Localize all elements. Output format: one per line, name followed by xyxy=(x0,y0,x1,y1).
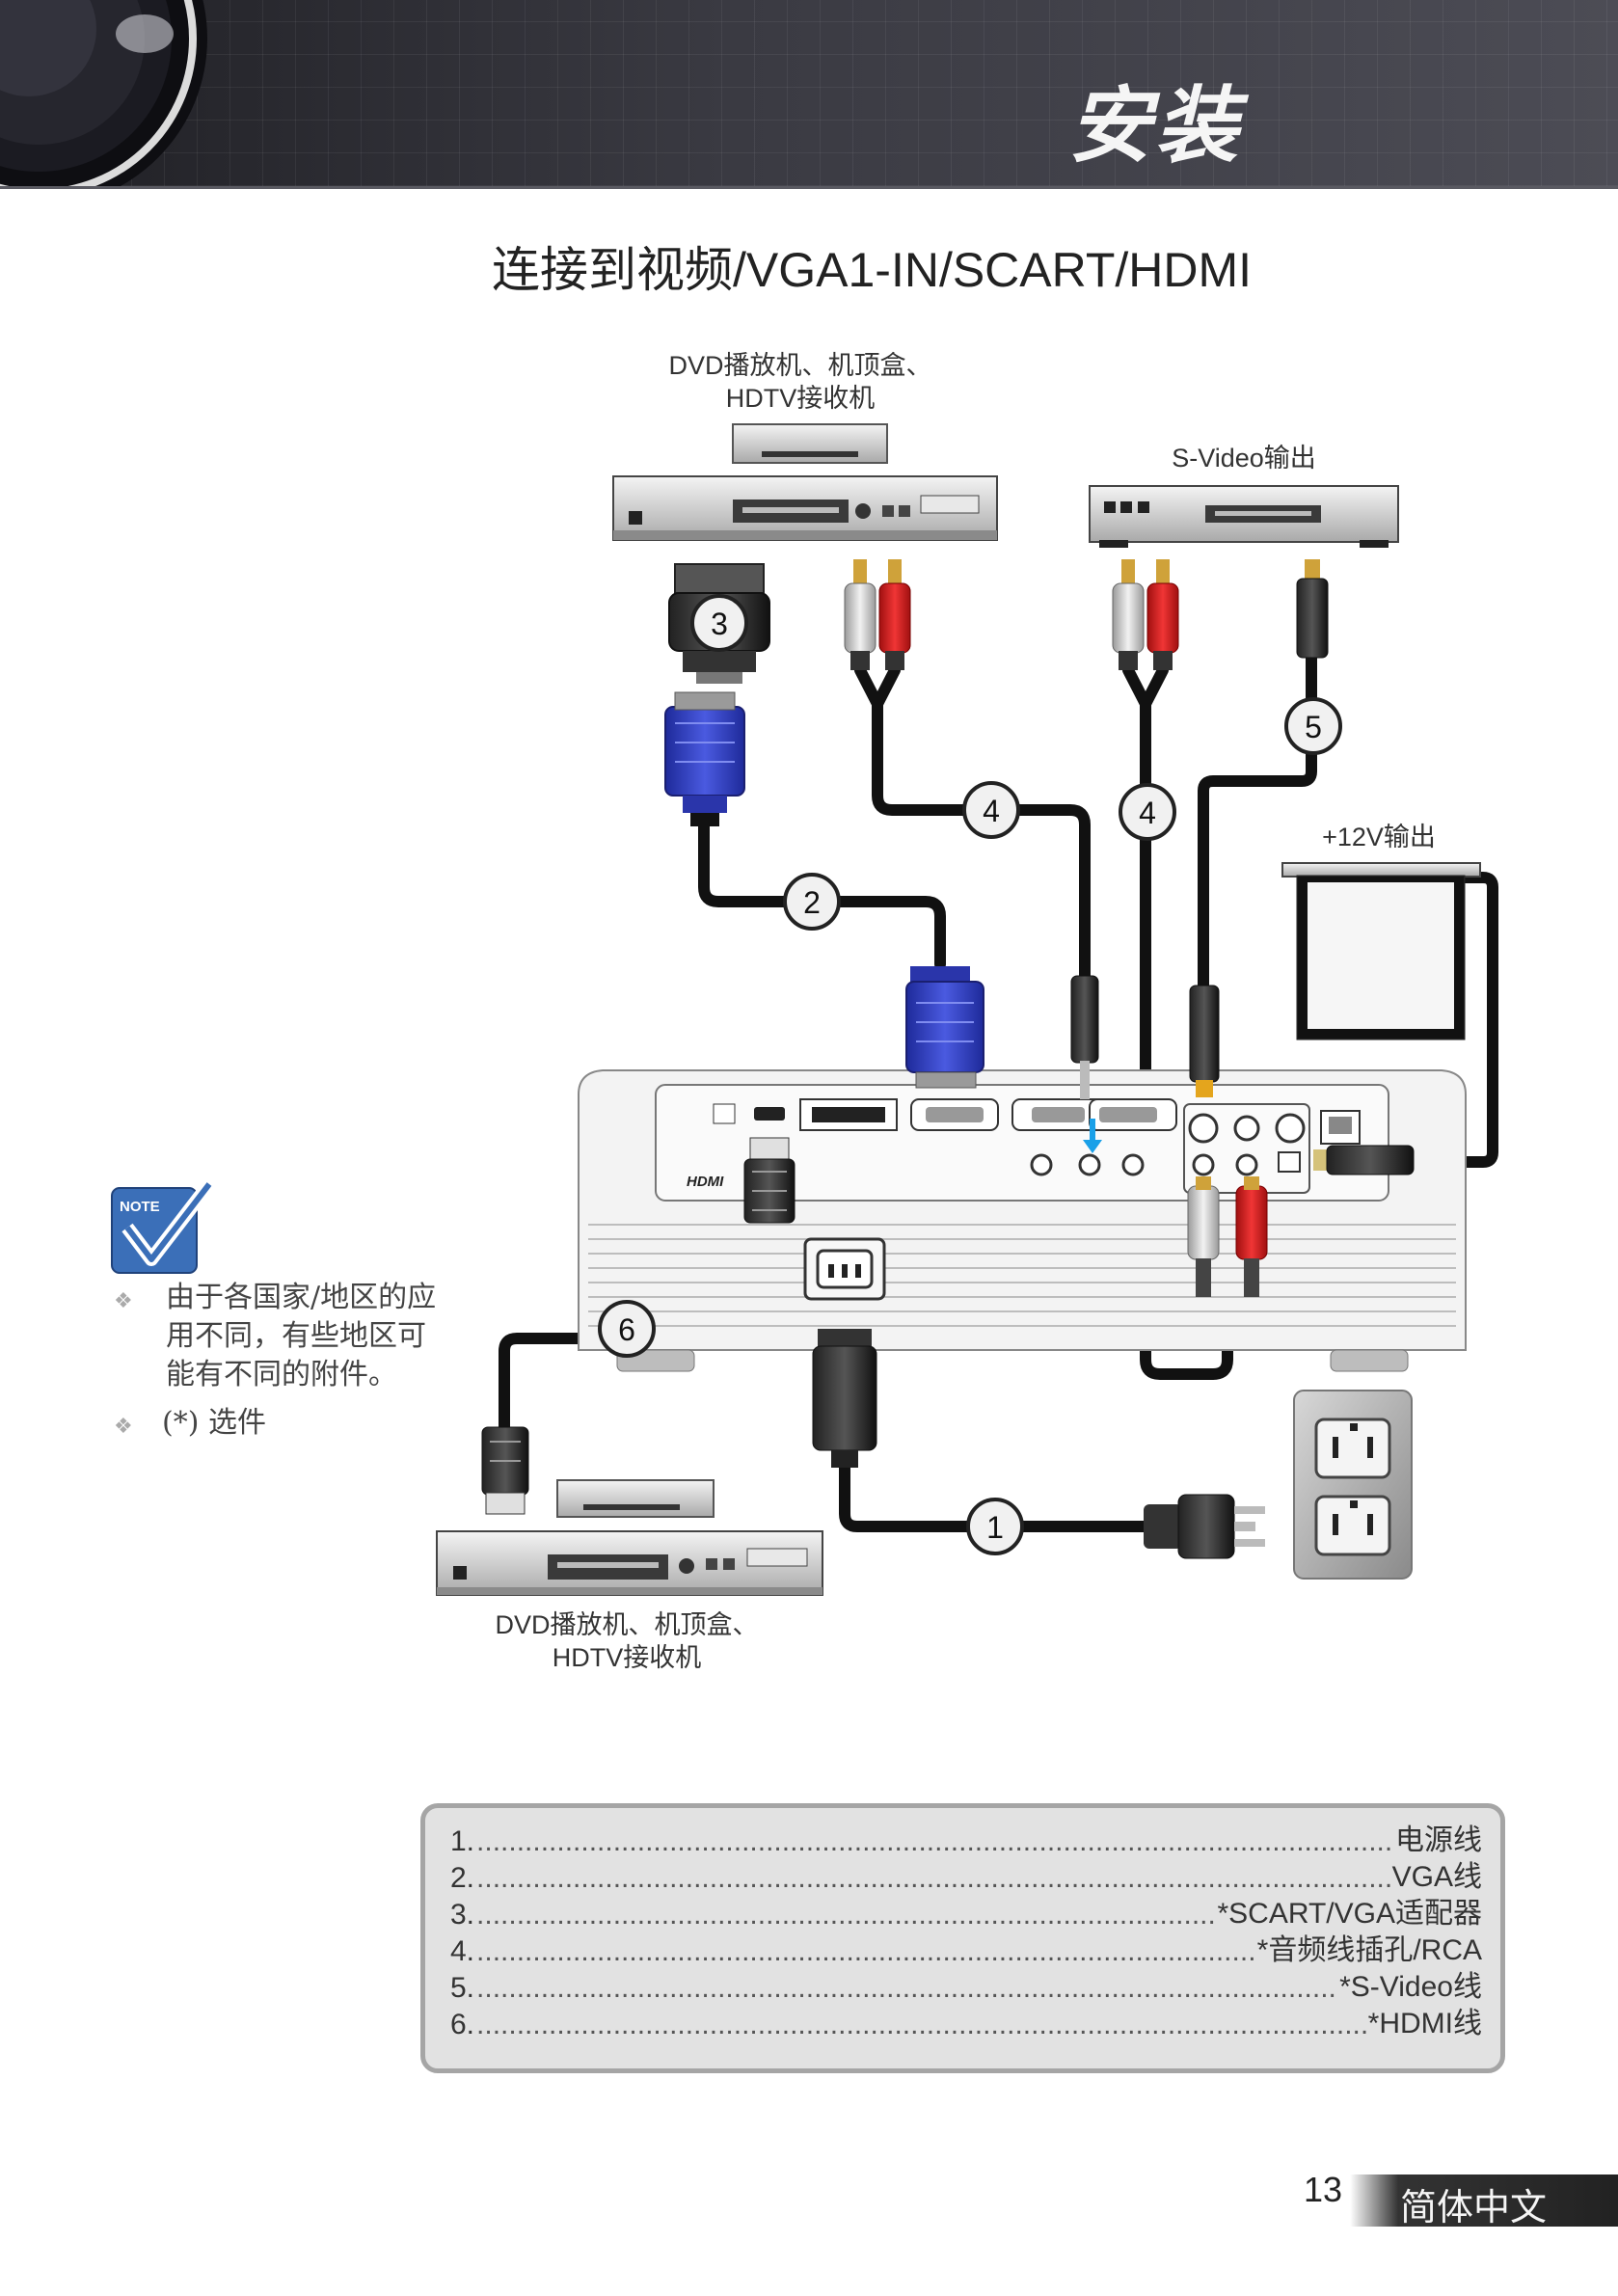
svideo-source-icon xyxy=(1089,485,1399,548)
screen-12v-label: +12V输出 xyxy=(1322,823,1436,851)
page-number: 13 xyxy=(1304,2170,1343,2209)
callout-4-right-label: 4 xyxy=(1139,796,1156,830)
legend-num: 3. xyxy=(450,1899,475,1931)
legend-box: 1. 电源线 2. VGA线 3. *SCART/VGA适配器 4. *音频线插… xyxy=(420,1803,1505,2073)
legend-text: *音频线插孔/RCA xyxy=(1256,1934,1482,1966)
trigger-plug-icon xyxy=(1313,1145,1415,1175)
audio-jack-plug-icon xyxy=(1070,975,1099,1099)
page-heading: 连接到视频/VGA1-IN/SCART/HDMI xyxy=(492,243,1253,297)
note-badge-label: NOTE xyxy=(120,1199,160,1215)
svideo-plug-top-icon xyxy=(1296,559,1329,659)
callout-5: 5 xyxy=(1284,697,1342,755)
trigger-cable xyxy=(1402,872,1498,1168)
legend-text: *SCART/VGA适配器 xyxy=(1217,1898,1483,1930)
dvd-bottom-label: DVD播放机、机顶盒、 HDTV接收机 xyxy=(444,1608,810,1674)
legend-text: 电源线 xyxy=(1395,1824,1482,1856)
svideo-cable xyxy=(1198,650,1317,994)
legend-num: 1. xyxy=(450,1825,475,1857)
legend-text: *HDMI线 xyxy=(1367,2008,1482,2039)
legend-row: 5. *S-Video线 xyxy=(450,1968,1482,2005)
svg-text:HDMI: HDMI xyxy=(687,1174,724,1190)
vga-plug-top-icon xyxy=(664,691,745,826)
callout-6: 6 xyxy=(598,1300,656,1358)
wall-plug-icon xyxy=(1144,1494,1265,1559)
legend-row: 1. 电源线 xyxy=(450,1822,1482,1858)
dvd-player-bottom-icon xyxy=(436,1479,823,1596)
note-bullet-1-icon: ❖ xyxy=(114,1289,133,1313)
legend-row: 6. *HDMI线 xyxy=(450,2005,1482,2041)
legend-row: 2. VGA线 xyxy=(450,1858,1482,1895)
wall-outlet-icon xyxy=(1293,1390,1413,1580)
rca-plugs-projector-icon xyxy=(1187,1176,1268,1297)
legend-num: 2. xyxy=(450,1862,475,1894)
legend-num: 4. xyxy=(450,1935,475,1967)
note-item-1-line1: 由于各国家/地区的应 xyxy=(166,1281,437,1314)
footer-language: 简体中文 xyxy=(1400,2186,1548,2228)
section-title: 安装 xyxy=(1068,78,1242,175)
callout-2-label: 2 xyxy=(803,885,821,920)
dvd-bottom-label-line2: HDTV接收机 xyxy=(552,1643,702,1672)
hdmi-plug-bottom-icon xyxy=(481,1426,529,1515)
legend-dots xyxy=(476,1825,1393,1858)
legend-row: 4. *音频线插孔/RCA xyxy=(450,1931,1482,1968)
callout-6-label: 6 xyxy=(618,1312,635,1347)
header-divider xyxy=(0,186,1618,189)
power-plug-projector-icon xyxy=(812,1329,877,1468)
note-icon: NOTE xyxy=(111,1179,215,1274)
legend-dots xyxy=(476,1935,1255,1968)
legend-num: 5. xyxy=(450,1972,475,2004)
projector-icon: HDMI xyxy=(578,1069,1467,1372)
connection-diagram: HDMI xyxy=(436,423,1498,1596)
hdmi-plug-projector-icon xyxy=(743,1137,796,1224)
legend-text: *S-Video线 xyxy=(1339,1971,1482,2003)
dvd-top-label: DVD播放机、机顶盒、 HDTV接收机 xyxy=(617,349,984,415)
callout-3: 3 xyxy=(690,594,748,652)
callout-5-label: 5 xyxy=(1305,710,1322,744)
note-item-1: 由于各国家/地区的应 用不同，有些地区可 能有不同的附件。 xyxy=(166,1279,436,1394)
callout-4-left: 4 xyxy=(962,781,1020,839)
dvd-bottom-label-line1: DVD播放机、机顶盒、 xyxy=(495,1610,759,1639)
legend-row: 3. *SCART/VGA适配器 xyxy=(450,1895,1482,1931)
power-cable xyxy=(839,1460,1153,1532)
callout-3-label: 3 xyxy=(711,607,728,641)
rca-plugs-right-icon xyxy=(1112,559,1179,670)
legend-num: 6. xyxy=(450,2009,475,2040)
page-header: 安装 xyxy=(0,0,1618,186)
callout-4-right: 4 xyxy=(1119,783,1176,841)
note-item-2: (*) 选件 xyxy=(162,1406,266,1440)
legend-text: VGA线 xyxy=(1391,1861,1482,1893)
legend-dots xyxy=(476,1899,1215,1931)
callout-4-left-label: 4 xyxy=(983,794,1000,828)
legend-dots xyxy=(476,2009,1366,2041)
note-bullet-2-icon: ❖ xyxy=(114,1415,133,1439)
callout-1-label: 1 xyxy=(986,1510,1004,1545)
note-item-1-line2: 用不同，有些地区可 xyxy=(166,1319,426,1353)
svideo-out-label: S-Video输出 xyxy=(1172,444,1316,473)
dvd-top-label-line1: DVD播放机、机顶盒、 xyxy=(668,351,932,380)
callout-1: 1 xyxy=(966,1498,1024,1555)
projection-screen-icon xyxy=(1281,862,1481,1040)
footer-bar xyxy=(1350,2174,1618,2227)
dvd-player-top-icon xyxy=(612,423,998,541)
legend-dots xyxy=(476,1972,1337,2005)
lens-graphic xyxy=(0,0,207,186)
rca-plugs-left-icon xyxy=(844,559,911,670)
svideo-plug-projector-icon xyxy=(1189,985,1220,1097)
note-item-1-line3: 能有不同的附件。 xyxy=(166,1358,397,1391)
vga-plug-projector-icon xyxy=(905,966,984,1089)
dvd-top-label-line2: HDTV接收机 xyxy=(725,384,876,413)
callout-2: 2 xyxy=(783,873,841,931)
